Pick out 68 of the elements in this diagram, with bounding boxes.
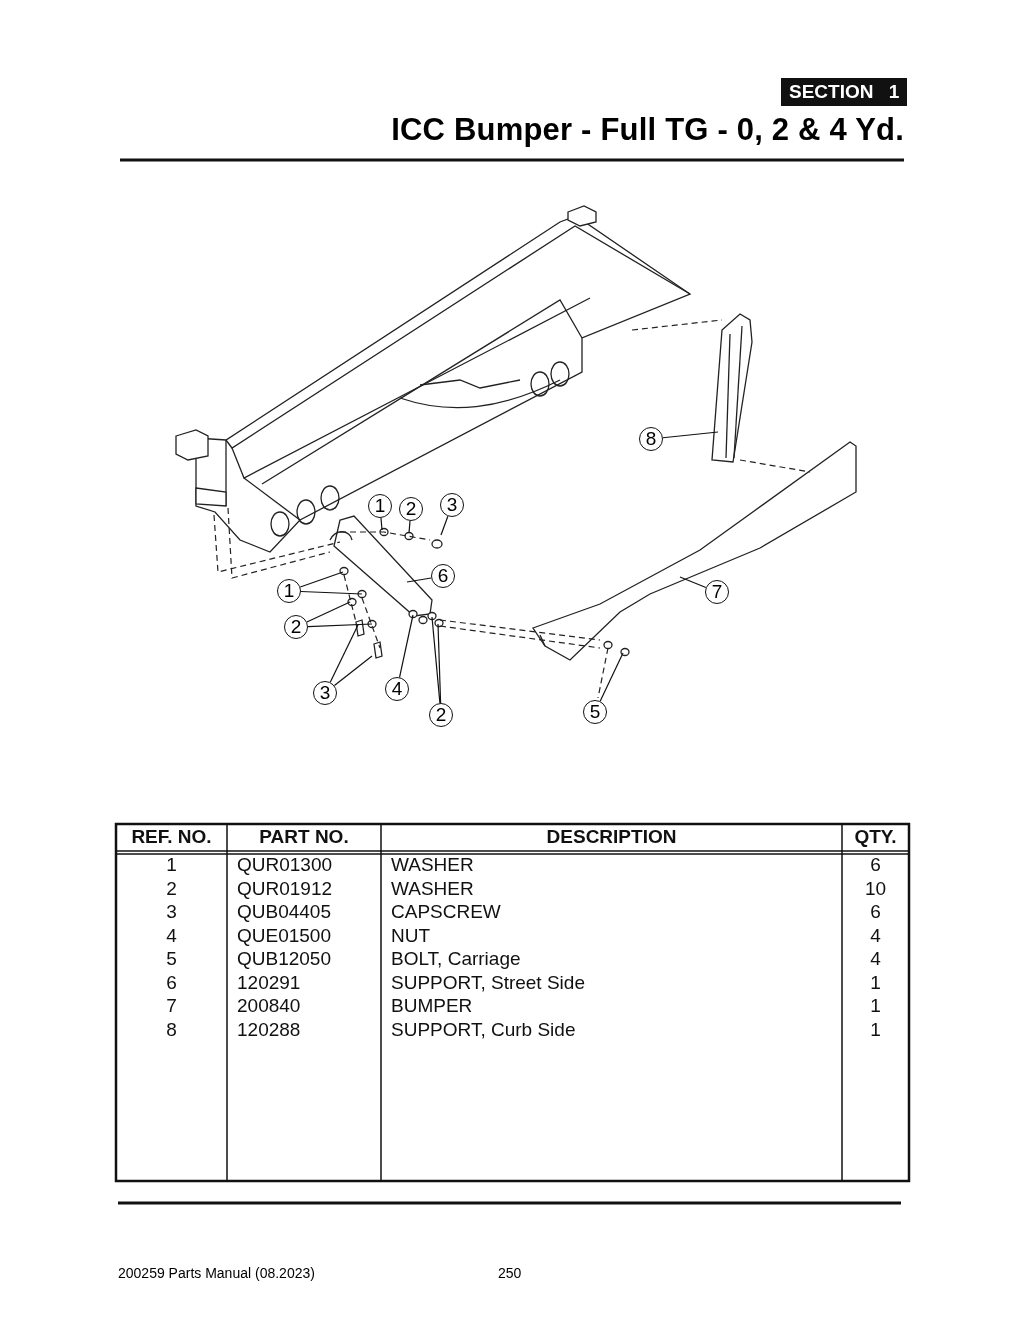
footer-text: 200259 Parts Manual (08.2023) [118, 1265, 315, 1281]
leader-line [380, 517, 383, 531]
table-cell-text: 4 [165, 924, 178, 947]
table-cell: CAPSCREW [391, 901, 501, 923]
table-cell: 200840 [237, 995, 301, 1017]
table-cell: QUB04405 [237, 901, 331, 923]
page-number: 250 [498, 1265, 522, 1281]
table-cell: WASHER [391, 854, 474, 876]
column-header: PART NO. [258, 826, 350, 848]
table-cell: QUE01500 [237, 924, 331, 947]
column-header: DESCRIPTION [545, 826, 678, 848]
table-cell: NUT [391, 924, 431, 947]
callout-number: 2 [284, 615, 308, 639]
leader-line [329, 624, 359, 683]
callout-number: 6 [431, 564, 455, 588]
table-cell-text: 6 [165, 971, 178, 994]
leader-line [406, 577, 432, 583]
callout-number: 1 [277, 579, 301, 603]
table-cell-text: 8 [165, 1018, 178, 1041]
table-cell: WASHER [391, 877, 474, 900]
callout-number: 2 [399, 497, 423, 521]
table-cell-text: 1 [869, 1018, 882, 1041]
leader-line [662, 431, 719, 439]
leader-line [300, 590, 363, 595]
table-cell-text: 1 [165, 854, 178, 876]
column-header: REF. NO. [130, 826, 213, 848]
table-cell: 120288 [237, 1018, 301, 1041]
leader-line [679, 576, 707, 589]
table-cell: QUB12050 [237, 948, 331, 970]
table-cell-text: 2 [165, 877, 178, 900]
table-cell-text: 4 [869, 924, 882, 947]
callout-number: 1 [368, 494, 392, 518]
table-cell-text: 6 [869, 854, 882, 876]
table-cell: 120291 [237, 971, 301, 994]
callout-number: 4 [385, 677, 409, 701]
column-header: QTY. [853, 826, 898, 848]
leader-line [306, 601, 351, 623]
leader-line [408, 520, 411, 534]
table-cell-text: 10 [863, 877, 888, 900]
leader-line [440, 515, 449, 536]
section-badge: SECTION 1 [781, 78, 908, 106]
table-cell-text: 6 [869, 901, 882, 923]
table-cell: QUR01912 [237, 877, 333, 900]
table-cell: SUPPORT, Street Side [391, 971, 585, 994]
callout-number: 7 [705, 580, 729, 604]
leader-line [437, 623, 442, 704]
table-cell-text: 5 [165, 948, 178, 970]
leader-line [299, 571, 344, 588]
callout-number: 8 [639, 427, 663, 451]
table-cell-text: 1 [869, 971, 882, 994]
callout-number: 2 [429, 703, 453, 727]
table-cell: BOLT, Carriage [391, 948, 521, 970]
table-cell: SUPPORT, Curb Side [391, 1018, 576, 1041]
leader-line [333, 655, 373, 687]
callout-number: 3 [440, 493, 464, 517]
table-cell: BUMPER [391, 995, 473, 1017]
table-cell-text: 7 [165, 995, 178, 1017]
leader-line [599, 652, 624, 702]
table-cell-text: 4 [869, 948, 882, 970]
table-cell-text: 3 [165, 901, 178, 923]
callout-number: 5 [583, 700, 607, 724]
leader-line [431, 616, 441, 704]
table-cell-text: 1 [869, 995, 882, 1017]
page-title: ICC Bumper - Full TG - 0, 2 & 4 Yd. [391, 112, 904, 148]
callout-number: 3 [313, 681, 337, 705]
leader-line [398, 614, 414, 678]
leader-line [307, 623, 373, 628]
table-cell: QUR01300 [237, 854, 333, 876]
